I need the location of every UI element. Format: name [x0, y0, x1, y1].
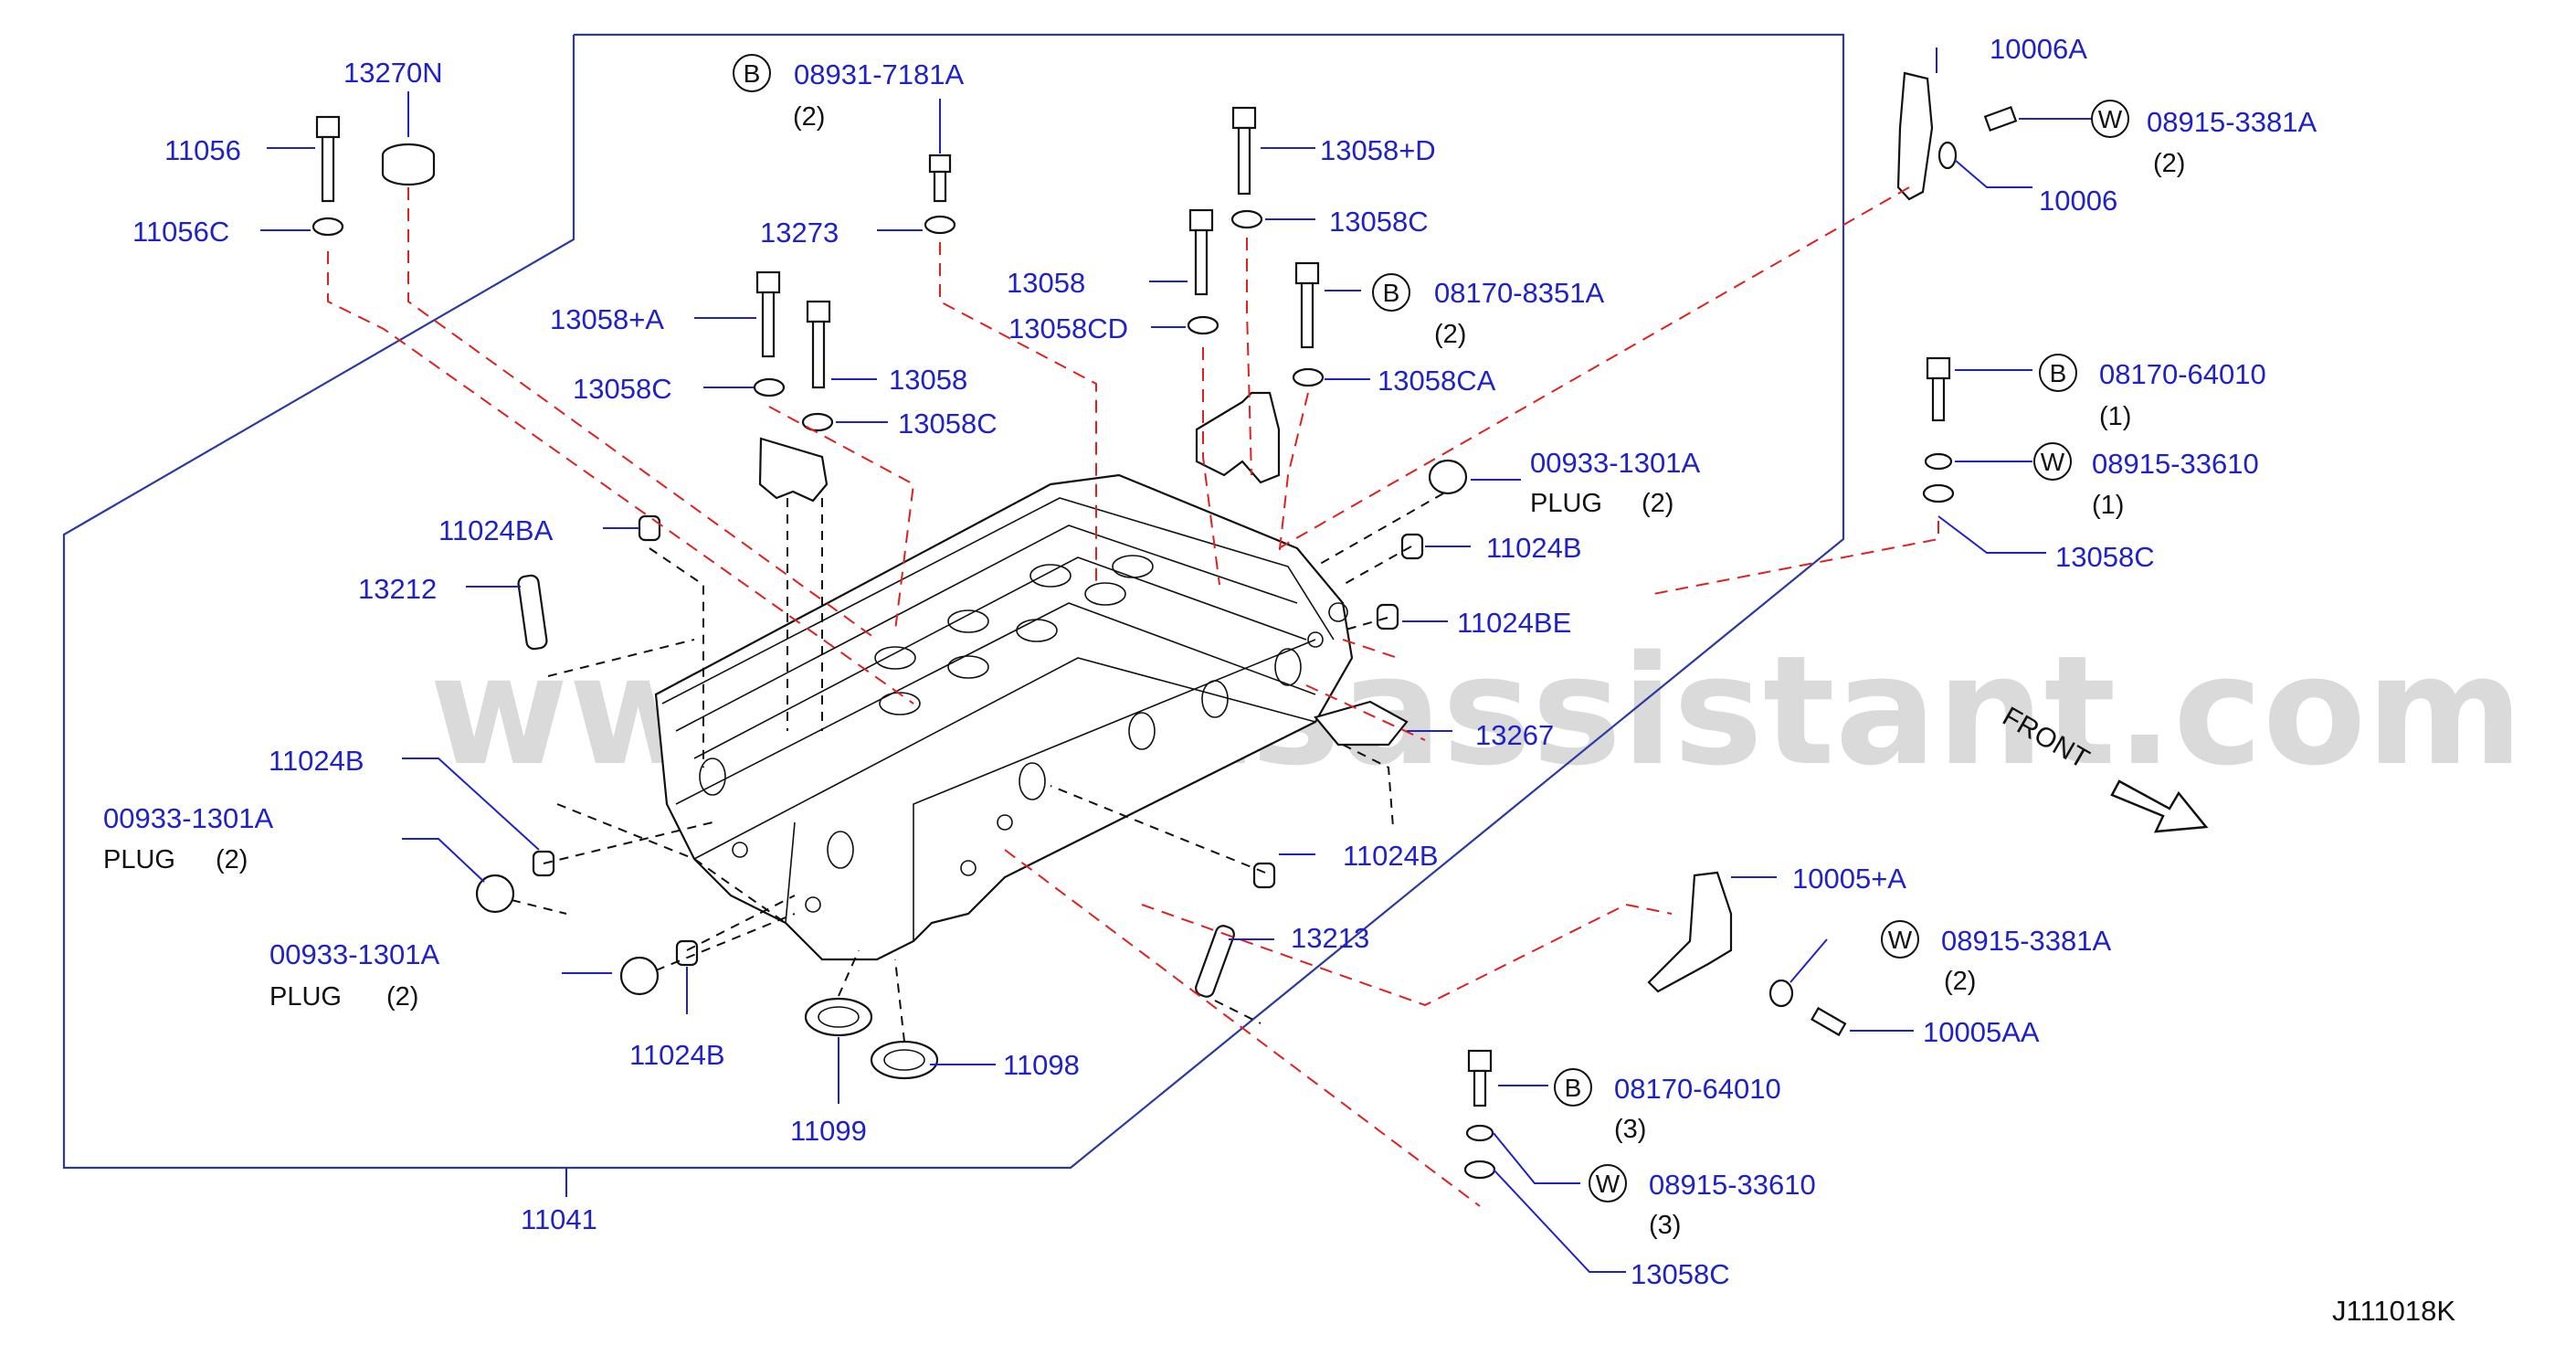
- badge-b-icon: [1554, 1068, 1592, 1107]
- label-13212[interactable]: 13212: [358, 573, 437, 605]
- label-08170-8351A[interactable]: 08170-8351A: [1434, 277, 1604, 309]
- badges: B B W B W W B W: [733, 54, 2129, 1202]
- qty-08915-33610-lower: (3): [1649, 1211, 1681, 1240]
- diagram-code: J111018K: [2332, 1295, 2455, 1327]
- label-13213[interactable]: 13213: [1291, 922, 1369, 954]
- qty-08170-64010-lower: (3): [1614, 1115, 1646, 1144]
- qty-08170-64010-top: (1): [2099, 402, 2131, 431]
- badge-b-icon: [1372, 273, 1410, 312]
- svg-text:B: B: [2050, 359, 2067, 387]
- plug-00933-1301A-left: PLUG: [103, 845, 175, 874]
- label-08170-64010-lower[interactable]: 08170-64010: [1614, 1073, 1781, 1105]
- label-13267[interactable]: 13267: [1475, 719, 1554, 751]
- plug-00933-1301A-top: PLUG: [1530, 489, 1602, 518]
- red-assembly-lines: [327, 186, 1939, 1207]
- badge-w-icon: [1589, 1164, 1627, 1202]
- label-13058-plus-d[interactable]: 13058+D: [1320, 134, 1436, 166]
- label-13058C-lower[interactable]: 13058C: [1631, 1258, 1730, 1290]
- qty-00933-1301A-top: (2): [1642, 489, 1673, 518]
- svg-text:B: B: [1565, 1074, 1582, 1102]
- label-13058C-left2[interactable]: 13058C: [898, 408, 998, 440]
- label-08915-33610-top[interactable]: 08915-33610: [2092, 448, 2259, 480]
- qty-00933-1301A-lower: (2): [386, 982, 418, 1012]
- qty-00933-1301A-left: (2): [216, 845, 248, 874]
- svg-text:W: W: [1596, 1170, 1621, 1198]
- badge-w-icon: [2091, 100, 2129, 138]
- small-parts: [311, 71, 2018, 1180]
- badge-b-icon: [733, 54, 771, 92]
- plug-00933-1301A-lower: PLUG: [269, 982, 342, 1012]
- label-00933-1301A-lower[interactable]: 00933-1301A: [269, 938, 439, 970]
- label-13058-mid[interactable]: 13058: [1007, 267, 1085, 299]
- badge-w-icon: [1881, 920, 1919, 959]
- part-labels: 13270N 11056 11056C 08931-7181A (2) 1327…: [103, 33, 2317, 1290]
- label-11056C[interactable]: 11056C: [132, 216, 229, 248]
- label-13058CA[interactable]: 13058CA: [1378, 365, 1496, 397]
- label-13058CD[interactable]: 13058CD: [1008, 313, 1128, 344]
- svg-text:B: B: [1383, 279, 1400, 307]
- label-11098[interactable]: 11098: [1003, 1049, 1080, 1081]
- label-13058-left[interactable]: 13058: [889, 364, 967, 396]
- label-13058C-right[interactable]: 13058C: [2055, 541, 2155, 573]
- label-13058C-left[interactable]: 13058C: [573, 373, 672, 405]
- label-11024B-lower[interactable]: 11024B: [629, 1039, 725, 1071]
- label-00933-1301A-left[interactable]: 00933-1301A: [103, 802, 273, 834]
- svg-text:W: W: [1888, 926, 1913, 954]
- front-arrow-icon: [2110, 779, 2209, 833]
- qty-08915-3381A-top: (2): [2153, 149, 2185, 178]
- qty-08915-33610-top: (1): [2092, 491, 2124, 520]
- label-10005-plus-a[interactable]: 10005+A: [1792, 863, 1906, 895]
- svg-text:W: W: [2041, 448, 2065, 476]
- label-10006A[interactable]: 10006A: [1990, 33, 2087, 65]
- cylinder-head-illustration: [654, 473, 1354, 961]
- label-13270N[interactable]: 13270N: [343, 57, 443, 89]
- label-11099[interactable]: 11099: [790, 1115, 867, 1147]
- black-assembly-lines: [511, 493, 1444, 1043]
- label-11024B-left[interactable]: 11024B: [269, 745, 364, 777]
- label-10006[interactable]: 10006: [2039, 185, 2117, 217]
- label-11024BA[interactable]: 11024BA: [438, 514, 554, 546]
- label-11024B-top[interactable]: 11024B: [1486, 532, 1582, 564]
- label-00933-1301A-top[interactable]: 00933-1301A: [1530, 447, 1700, 479]
- label-13058C-top[interactable]: 13058C: [1329, 206, 1429, 238]
- qty-08931-7181A: (2): [793, 102, 825, 132]
- qty-08915-3381A-lower: (2): [1944, 967, 1976, 996]
- label-11024B-mid[interactable]: 11024B: [1343, 840, 1439, 872]
- label-13273[interactable]: 13273: [760, 217, 839, 249]
- label-08931-7181A[interactable]: 08931-7181A: [794, 58, 964, 90]
- badge-b-icon: [2039, 354, 2077, 392]
- label-11024BE[interactable]: 11024BE: [1457, 607, 1571, 639]
- svg-text:B: B: [744, 59, 761, 88]
- svg-text:W: W: [2098, 105, 2123, 133]
- label-13058-plus-a[interactable]: 13058+A: [550, 303, 664, 335]
- leader-lines: [260, 48, 2092, 1273]
- label-08170-64010-top[interactable]: 08170-64010: [2099, 358, 2266, 390]
- label-08915-3381A-lower[interactable]: 08915-3381A: [1941, 925, 2111, 957]
- label-11056[interactable]: 11056: [164, 134, 241, 166]
- label-10005AA[interactable]: 10005AA: [1923, 1016, 2040, 1048]
- label-08915-3381A-top[interactable]: 08915-3381A: [2147, 106, 2317, 138]
- qty-08170-8351A: (2): [1434, 320, 1466, 349]
- label-11041[interactable]: 11041: [521, 1203, 597, 1235]
- badge-w-icon: [2033, 442, 2072, 481]
- label-08915-33610-lower[interactable]: 08915-33610: [1649, 1169, 1816, 1201]
